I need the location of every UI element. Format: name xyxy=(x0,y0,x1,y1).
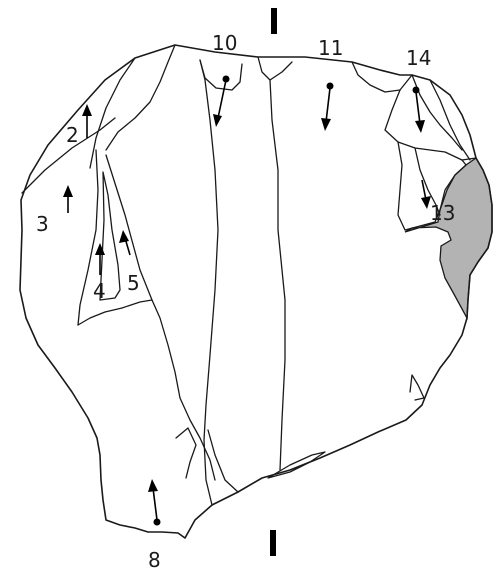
label-14: 14 xyxy=(406,46,431,70)
scar-ridge-central xyxy=(199,59,219,506)
scar-4-lens xyxy=(99,171,121,301)
scar-ridge-10-11 xyxy=(257,56,293,81)
scar-lower-right-notch xyxy=(409,374,425,401)
label-10: 10 xyxy=(212,31,237,55)
artifact-outline xyxy=(19,44,493,539)
label-3: 3 xyxy=(36,212,49,236)
scar-lower-lens xyxy=(267,451,326,479)
arrow-2 xyxy=(82,104,92,138)
scar-ridge-2-3 xyxy=(21,117,116,194)
scar-ridge-central-left xyxy=(105,44,176,151)
arrow-14 xyxy=(412,86,425,133)
scar-13-ridge xyxy=(414,147,441,216)
scar-11-edge xyxy=(351,61,413,93)
label-4: 4 xyxy=(93,279,106,303)
scar-13 xyxy=(397,141,467,231)
arrow-11 xyxy=(321,82,334,131)
label-5: 5 xyxy=(127,271,140,295)
label-2: 2 xyxy=(66,123,79,147)
axis-mark-bottom xyxy=(270,530,276,556)
scar-ridge-left-upper xyxy=(89,57,136,169)
arrow-3 xyxy=(63,185,73,213)
arrow-8 xyxy=(148,479,161,526)
arrow-13 xyxy=(421,179,431,209)
label-13: 13 xyxy=(430,201,455,225)
cortex-patch xyxy=(404,157,493,321)
scar-8-lower xyxy=(207,429,239,493)
scar-ridge-5 xyxy=(105,154,153,301)
arrow-4 xyxy=(95,243,105,275)
scar-8-outline xyxy=(77,299,216,481)
scar-14-right xyxy=(429,79,471,161)
arrow-5 xyxy=(119,230,131,256)
scar-8-notch xyxy=(175,427,197,479)
label-8: 8 xyxy=(148,548,161,572)
scar-ridge-3-4 xyxy=(77,149,99,326)
label-11: 11 xyxy=(318,36,343,60)
arrow-10 xyxy=(213,75,230,127)
axis-mark-top xyxy=(271,8,277,34)
scar-ridge-11-right xyxy=(269,79,286,471)
